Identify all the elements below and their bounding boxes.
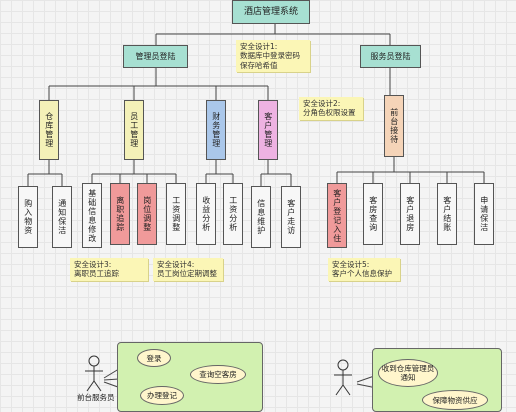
leaf-post-adjust[interactable]: 岗位调整 — [137, 183, 157, 245]
customer-module[interactable]: 客户管理 — [258, 100, 278, 160]
leaf-customer-visit[interactable]: 客户走访 — [281, 186, 301, 248]
actor-warehouse-icon — [334, 359, 352, 396]
manager-login-node[interactable]: 管理员登陆 — [123, 45, 188, 68]
note-line: 员工岗位定期调整 — [157, 269, 217, 279]
leaf-salary-analysis[interactable]: 工资分析 — [223, 183, 243, 245]
finance-module[interactable]: 财务管理 — [206, 100, 226, 160]
actor-front-desk-label: 前台服务员 — [77, 393, 115, 402]
leaf-revenue[interactable]: 收益分析 — [196, 183, 216, 245]
employee-module[interactable]: 员工管理 — [124, 100, 144, 160]
note-line: 安全设计2: — [303, 99, 341, 108]
leaf-settle[interactable]: 客户结账 — [437, 183, 457, 245]
note-line: 客户个人信息保护 — [332, 269, 392, 279]
leaf-info-maintain[interactable]: 信息维护 — [251, 186, 271, 248]
leaf-room-query[interactable]: 客房查询 — [363, 183, 383, 245]
note-line: 安全设计4: — [157, 260, 195, 269]
root-node[interactable]: 酒店管理系统 — [232, 0, 310, 24]
note-line: 离职员工追踪 — [74, 269, 119, 279]
leaf-salary-adjust[interactable]: 工资调整 — [166, 183, 186, 245]
security-note-1: 安全设计1: 数据库中登录密码 保存哈希值 — [236, 40, 310, 73]
leaf-resign-track[interactable]: 离职追踪 — [110, 183, 130, 245]
usecase-login[interactable]: 登录 — [137, 349, 171, 367]
leaf-apply-clean[interactable]: 申请保洁 — [474, 183, 494, 245]
usecase-query-room[interactable]: 查询空客房 — [190, 365, 246, 384]
leaf-notify-clean[interactable]: 通知保洁 — [52, 186, 72, 248]
note-line: 安全设计3: — [74, 260, 112, 269]
security-note-3: 安全设计3: 离职员工追踪 — [70, 258, 148, 281]
leaf-basic-info[interactable]: 基础信息修改 — [82, 183, 102, 248]
actor-front-desk-icon — [85, 355, 103, 392]
security-note-4: 安全设计4: 员工岗位定期调整 — [153, 258, 223, 281]
front-desk-module[interactable]: 前台接待 — [384, 95, 404, 157]
warehouse-module[interactable]: 仓库管理 — [39, 100, 59, 160]
staff-login-node[interactable]: 服务员登陆 — [360, 45, 421, 68]
leaf-checkin[interactable]: 客户登记入住 — [327, 183, 347, 248]
note-line: 安全设计1: — [240, 42, 278, 51]
note-line: 分角色权限设置 — [303, 108, 356, 118]
security-note-2: 安全设计2: 分角色权限设置 — [299, 97, 363, 120]
leaf-purchase[interactable]: 购入物资 — [18, 186, 38, 248]
note-line: 安全设计5: — [332, 260, 370, 269]
note-line: 数据库中登录密码 — [240, 51, 300, 61]
usecase-register[interactable]: 办理登记 — [140, 386, 184, 405]
leaf-checkout[interactable]: 客户退房 — [400, 183, 420, 245]
usecase-receive-notice[interactable]: 收到仓库管理员通知 — [378, 359, 438, 387]
security-note-5: 安全设计5: 客户个人信息保护 — [328, 258, 400, 281]
usecase-supply[interactable]: 保障物资供应 — [422, 390, 488, 410]
note-line: 保存哈希值 — [240, 60, 278, 70]
